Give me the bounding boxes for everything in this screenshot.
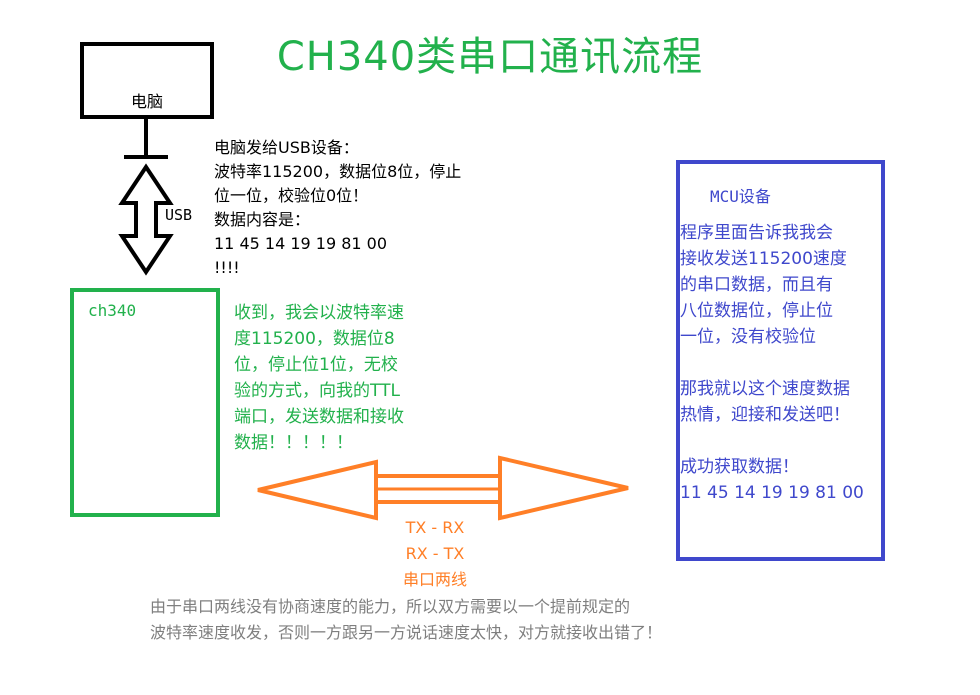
- ch340-message-line: 验的方式，向我的TTL: [234, 381, 400, 401]
- mcu-message-line: 成功获取数据！: [680, 457, 799, 477]
- ch340-message: 收到，我会以波特率速 度115200，数据位8 位，停止位1位，无校 验的方式，…: [234, 300, 404, 456]
- serial-wire-label: 串口两线: [402, 570, 467, 589]
- mcu-message: 程序里面告诉我我会 接收发送115200速度 的串口数据，而且有 八位数据位，停…: [680, 220, 864, 506]
- serial-wire-bar: [374, 474, 502, 504]
- pc-message-line: 数据内容是：: [214, 210, 311, 229]
- mcu-title: MCU设备: [710, 187, 771, 206]
- serial-wire-label: RX - TX: [405, 544, 465, 563]
- mcu-message-line: [680, 350, 864, 376]
- mcu-message-line: 11 45 14 19 19 81 00: [680, 483, 864, 503]
- serial-wire-labels: TX - RX RX - TX 串口两线: [360, 515, 510, 593]
- pc-message-line: 电脑发给USB设备：: [214, 138, 359, 157]
- pc-message-line: 波特率115200，数据位8位，停止: [214, 162, 462, 181]
- mcu-message-line: 热情，迎接和发送吧！: [680, 405, 850, 425]
- serial-wire-label: TX - RX: [405, 518, 465, 537]
- footer-note: 由于串口两线没有协商速度的能力，所以双方需要以一个提前规定的 波特率速度收发，否…: [150, 594, 662, 646]
- ch340-message-line: 位，停止位1位，无校: [234, 355, 398, 375]
- usb-label: USB: [165, 206, 193, 224]
- pc-message-line: 位一位，校验位0位！: [214, 186, 369, 205]
- ch340-box: [70, 288, 220, 517]
- pc-message-line: 11 45 14 19 19 81 00: [214, 234, 388, 253]
- mcu-message-line: 接收发送115200速度: [680, 249, 847, 269]
- mcu-box: [676, 160, 885, 561]
- mcu-message-line: 的串口数据，而且有: [680, 275, 833, 295]
- footer-note-line: 波特率速度收发，否则一方跟另一方说话速度太快，对方就接收出错了！: [150, 623, 663, 642]
- page-title: CH340类串口通讯流程: [276, 34, 704, 80]
- mcu-message-line: 程序里面告诉我我会: [680, 223, 833, 243]
- mcu-message-line: 那我就以这个速度数据: [680, 379, 850, 399]
- mcu-message-line: 八位数据位，停止位: [680, 301, 833, 321]
- pc-label: 电脑: [130, 92, 163, 111]
- usb-double-arrow: [118, 163, 174, 276]
- ch340-message-line: 端口，发送数据和接收: [234, 407, 404, 427]
- mcu-message-line: [680, 428, 864, 454]
- ch340-message-line: 度115200，数据位8: [234, 329, 395, 349]
- footer-note-line: 由于串口两线没有协商速度的能力，所以双方需要以一个提前规定的: [150, 597, 631, 616]
- ch340-message-line: 数据！！！！！: [234, 433, 353, 453]
- ch340-label: ch340: [88, 301, 137, 320]
- ch340-message-line: 收到，我会以波特率速: [234, 303, 404, 323]
- mcu-message-line: 一位，没有校验位: [680, 327, 816, 347]
- pc-message: 电脑发给USB设备： 波特率115200，数据位8位，停止 位一位，校验位0位！…: [214, 136, 461, 280]
- pc-message-line: !!!!: [214, 258, 240, 277]
